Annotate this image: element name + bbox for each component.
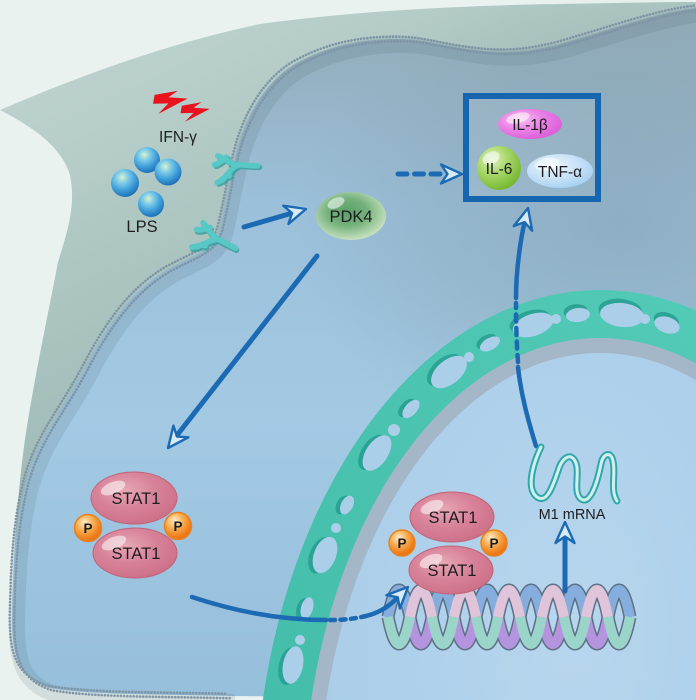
il1b-label: IL-1β [512,117,548,134]
m1-mrna-label: M1 mRNA [539,507,606,523]
lps-molecules: LPS [111,147,182,236]
ifn-gamma-stimulus: IFN-γ [151,87,211,146]
cell-cortex [0,2,696,620]
phosphate-group: P [480,529,508,557]
dna-strand-segment [537,585,569,619]
mrna-squiggle-highlight [529,445,619,503]
arrow-receptor-to-pdk4 [241,209,299,230]
pdk4-label: PDK4 [329,208,372,226]
phosphate-label: P [397,536,406,551]
dna-strand-segment [383,615,415,649]
lps-label: LPS [126,218,157,236]
phosphate-label: P [83,521,92,536]
tnfa-label: TNF-α [538,164,582,181]
dna-strand-segment [559,615,591,649]
arrow-pdk4-to-stat1 [175,253,320,437]
il6-molecule: IL-6 [477,146,521,190]
ifn-gamma-label: IFN-γ [159,129,197,146]
phosphate-group: P [73,513,103,543]
phosphate-group: P [163,511,193,541]
stat1-label: STAT1 [112,490,161,508]
cytokine-box: IL-1β IL-6 TNF-α [463,93,601,202]
arrows [159,163,576,623]
dna-strand-segment [427,615,459,649]
m1-mrna: M1 mRNA [527,443,621,523]
dna-strand-segment [405,585,437,619]
dna-strand-segment [603,615,635,649]
dna-helix [381,583,637,651]
stat1-label: STAT1 [429,509,478,527]
stat1-dimer-nucleus: STAT1 STAT1 P P [388,491,508,595]
dna-strand-segment [581,585,613,619]
tnfa-molecule: TNF-α [527,154,593,188]
il6-label: IL-6 [486,161,513,178]
dna-strand-segment [493,585,525,619]
stat1-dimer-cytoplasm: STAT1 STAT1 P P [73,471,193,579]
stat1-label: STAT1 [428,562,477,580]
dna-strand-segment [471,615,503,649]
nuclear-pores [278,298,680,685]
phosphate-label: P [489,536,498,551]
arrow-mrna-to-cytokines-dashed [513,300,521,365]
phosphate-group: P [388,529,416,557]
pdk4-molecule: PDK4 [316,192,386,240]
arrow-stat1-to-nucleus-dashed [327,613,369,623]
stat1-label: STAT1 [112,545,161,563]
phosphate-label: P [173,519,182,534]
arrow-stat1-to-nucleus-solid [189,594,329,623]
il1b-molecule: IL-1β [498,109,562,139]
dna-strand-segment [515,615,547,649]
arrow-mrna-to-cytokines-lower [515,364,539,449]
